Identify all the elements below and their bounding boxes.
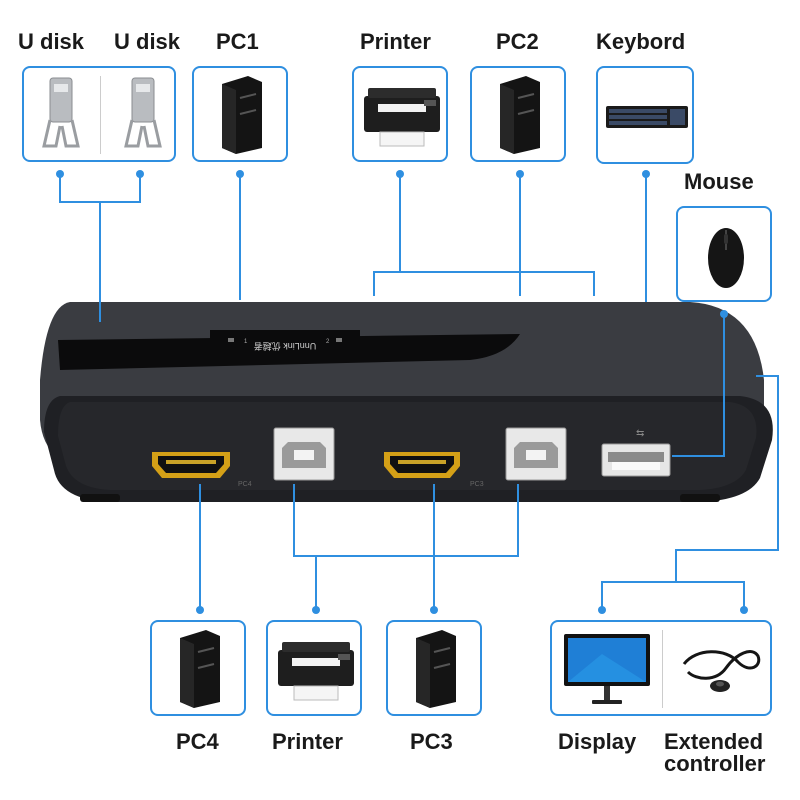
label-pc4: PC4 [176, 729, 219, 754]
printer-icon [364, 88, 440, 147]
printer-top-box [352, 66, 448, 162]
switch-button-2[interactable] [336, 338, 342, 342]
u-disk-box [22, 66, 176, 162]
hdmi-port-label-pc4: PC4 [238, 481, 252, 488]
switch-port-2-label: 2 [326, 339, 330, 345]
pc-tower-icon [180, 630, 220, 708]
switch-button-1[interactable] [228, 338, 234, 342]
extended-controller-icon [682, 650, 761, 692]
label-extended-controller-1: Extended [664, 729, 764, 754]
pc2-box [470, 66, 566, 162]
pc-tower-icon [416, 630, 456, 708]
keyboard-box [596, 66, 694, 164]
label-display: Display [558, 729, 637, 754]
u-disk-icon-2 [124, 77, 162, 148]
mouse-icon [708, 228, 744, 288]
svg-text:⇆: ⇆ [636, 428, 644, 439]
hdmi-port-label-pc3: PC3 [470, 481, 484, 488]
keyboard-icon [606, 106, 688, 128]
pc4-box [150, 620, 246, 716]
label-pc3: PC3 [410, 729, 453, 754]
label-extended-controller-2: controller [664, 751, 766, 776]
label-pc2: PC2 [496, 29, 539, 54]
u-disk-icon-1 [42, 77, 80, 148]
usb-b-port-left [273, 427, 335, 481]
printer-icon [278, 642, 354, 701]
usb-a-port [601, 443, 671, 477]
label-mouse: Mouse [684, 169, 754, 194]
mouse-box [676, 206, 772, 302]
label-keyboard: Keybord [596, 29, 686, 54]
hdmi-port-pc3 [384, 452, 460, 478]
pc-tower-icon [222, 76, 262, 154]
switch-brand-text: UnnLink 优越者 [254, 341, 317, 352]
hdmi-port-pc4 [152, 452, 230, 478]
switch-port-1-label: 1 [244, 339, 248, 345]
label-printer-top: Printer [360, 29, 431, 54]
pc1-box [192, 66, 288, 162]
printer-bottom-box [266, 620, 362, 716]
display-controller-box [550, 620, 772, 716]
label-printer-bottom: Printer [272, 729, 343, 754]
monitor-icon [564, 634, 650, 704]
pc-tower-icon [500, 76, 540, 154]
label-pc1: PC1 [216, 29, 259, 54]
label-u-disk-2: U disk [114, 29, 181, 54]
usb-b-port-right [505, 427, 567, 481]
label-u-disk-1: U disk [18, 29, 85, 54]
pc3-box [386, 620, 482, 716]
